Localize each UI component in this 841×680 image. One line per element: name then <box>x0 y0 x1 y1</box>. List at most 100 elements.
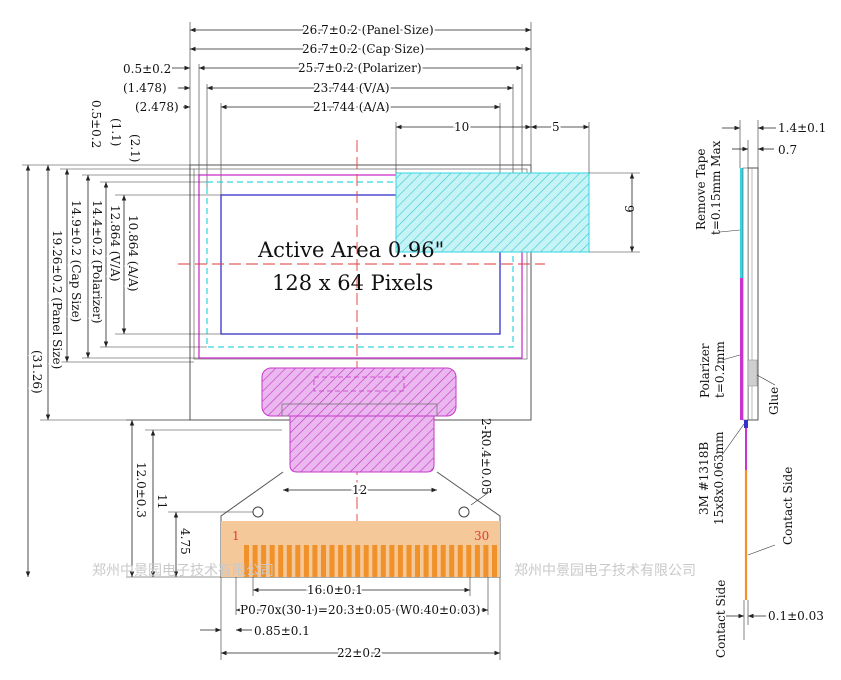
tooling-hole-right <box>458 506 470 518</box>
leader-line <box>721 354 741 361</box>
dim-top-offset-21: (2.1) <box>128 134 142 162</box>
driver-ic-outline <box>313 376 405 392</box>
dim-window-10: 10 <box>454 120 469 134</box>
cap-layer <box>742 167 749 421</box>
contact-pin <box>492 545 497 577</box>
dim-thickness: 1.4±0.1 <box>778 121 826 135</box>
contact-pin <box>415 545 420 577</box>
tooling-hole-left <box>252 506 264 518</box>
dim-cap-width: 26.7±0.2 (Cap Size) <box>302 42 424 56</box>
top-dimensions: 26.7±0.2 (Panel Size) 26.7±0.2 (Cap Size… <box>123 21 640 253</box>
leader-line <box>747 544 776 556</box>
dim-offset-1478: (1.478) <box>123 81 167 95</box>
contact-pin <box>483 545 489 577</box>
contact-pin <box>338 545 344 577</box>
dim-fpc-475: 4.75 <box>178 528 192 555</box>
label-tape: 3M #1318B <box>697 442 711 515</box>
dim-polarizer-height: 14.4±0.2 (Polarizer) <box>90 200 104 324</box>
contact-pin <box>329 545 335 577</box>
tape-marker <box>744 420 748 428</box>
front-view: Active Area 0.96" 128 x 64 Pixels 1 30 <box>178 22 590 578</box>
dim-thickness-07: 0.7 <box>778 143 797 157</box>
dim-fpc-12: 12.0±0.3 <box>134 462 148 518</box>
side-view: 1.4±0.1 0.7 Remove Tape t=0.15mm Max Pol… <box>694 120 826 658</box>
dim-offset-2478: (2.478) <box>135 100 179 114</box>
sensor-window <box>395 172 590 253</box>
polarizer-outline <box>198 174 523 359</box>
dim-edge: 0.85±0.1 <box>254 624 310 638</box>
fpc-neck <box>289 415 435 473</box>
pixel-count-label: 128 x 64 Pixels <box>272 271 433 295</box>
contact-pin <box>252 545 258 577</box>
label-polarizer: Polarizer <box>698 343 712 398</box>
contact-pin <box>380 545 386 577</box>
contact-pin <box>261 545 267 577</box>
contact-pin <box>457 545 463 577</box>
label-contact-side-right: Contact Side <box>781 467 795 545</box>
contact-pin <box>474 545 480 577</box>
dim-va-width: 23.744 (V/A) <box>313 81 390 95</box>
dim-va-height: 12.864 (V/A) <box>108 205 122 282</box>
contact-pin <box>346 545 352 577</box>
dim-fpc-11: 11 <box>155 494 169 509</box>
dim-fpc-width: 22±0.2 <box>337 646 381 660</box>
watermark-left: 郑州中景园电子技术有限公司 <box>92 563 274 579</box>
dim-total-height: (31.26) <box>30 350 44 394</box>
dim-pins-width: 16.0±0.1 <box>307 583 363 597</box>
dim-top-offset-05: 0.5±0.2 <box>89 100 103 148</box>
contact-pin <box>372 545 378 577</box>
leader-line <box>721 423 745 456</box>
contact-pin <box>389 545 395 577</box>
active-area-outline <box>220 194 501 335</box>
remove-tape-layer <box>740 168 743 278</box>
dim-neck-12: 12 <box>352 483 367 497</box>
dim-polarizer-width: 25.7±0.2 (Polarizer) <box>298 61 422 75</box>
dim-window-5: 5 <box>552 120 560 134</box>
active-area-label: Active Area 0.96" <box>257 238 444 262</box>
contact-pin <box>440 545 446 577</box>
pin-1-label: 1 <box>232 529 240 543</box>
dim-pitch: P0.70x(30-1)=20.3±0.05 (W0.40±0.03) <box>240 603 480 617</box>
contact-pins <box>244 545 497 577</box>
driver-ic-area <box>261 367 457 417</box>
dim-fpc-thickness: 0.1±0.03 <box>768 609 824 623</box>
contact-pin <box>244 545 249 577</box>
contact-pin <box>278 545 284 577</box>
contact-pin <box>269 545 275 577</box>
contact-pin <box>432 545 438 577</box>
left-dimensions: (31.26) 19.26±0.2 (Panel Size) 14.9±0.2 … <box>22 100 282 578</box>
pin-30-label: 30 <box>474 529 489 543</box>
contact-pin <box>355 545 361 577</box>
label-polarizer-thickness: t=0.2mm <box>713 341 727 398</box>
contact-pin <box>295 545 301 577</box>
label-remove-tape: Remove Tape <box>694 149 708 230</box>
dim-panel-height: 19.26±0.2 (Panel Size) <box>50 230 64 369</box>
label-remove-tape-thickness: t=0.15mm Max <box>709 140 723 235</box>
contact-pin <box>303 545 309 577</box>
dim-aa-width: 21.744 (A/A) <box>313 100 390 114</box>
dim-cap-height: 14.9±0.2 (Cap Size) <box>69 200 83 322</box>
leader-line <box>756 374 776 386</box>
label-tape-size: 15x8x0.063mm <box>712 431 726 525</box>
contact-pin <box>406 545 412 577</box>
leader-line <box>470 489 493 506</box>
dim-window-9: 9 <box>622 205 636 213</box>
contact-pin <box>312 545 318 577</box>
dim-offset-05: 0.5±0.2 <box>123 62 171 76</box>
contact-pin <box>363 545 369 577</box>
viewing-area-outline <box>206 181 514 348</box>
dim-aa-height: 10.864 (A/A) <box>126 215 140 292</box>
label-contact-side-left: Contact Side <box>714 580 728 658</box>
contact-pin <box>286 545 292 577</box>
watermark-right: 郑州中景园电子技术有限公司 <box>514 563 696 579</box>
leader-line <box>719 229 741 233</box>
fpc-dimensions: 12 2-R0.4±0.05 16.0±0.1 P0.70x(30-1)=20.… <box>200 418 501 662</box>
contact-pin <box>321 545 326 577</box>
label-glue: Glue <box>767 387 781 415</box>
dim-panel-width: 26.7±0.2 (Panel Size) <box>302 23 434 37</box>
contact-pin <box>397 545 403 577</box>
contact-pin <box>423 545 429 577</box>
contact-pin <box>466 545 472 577</box>
glue-layer <box>747 359 758 387</box>
